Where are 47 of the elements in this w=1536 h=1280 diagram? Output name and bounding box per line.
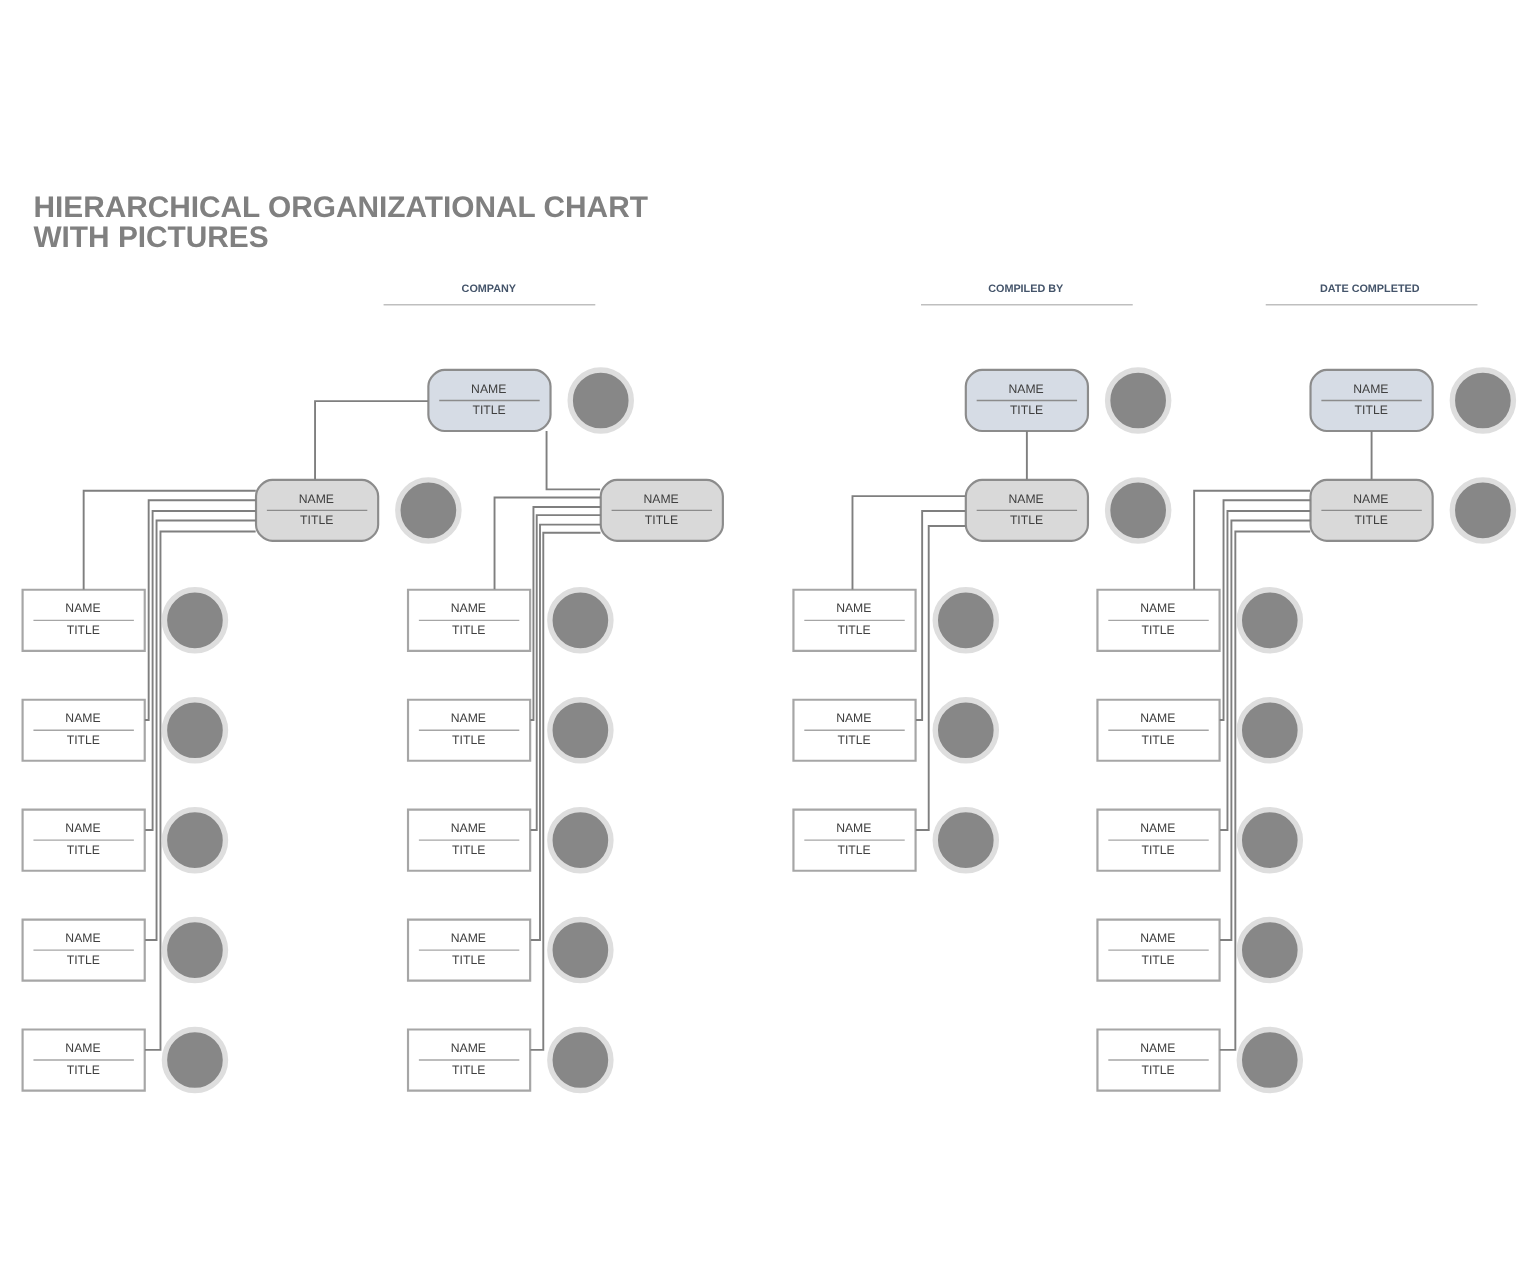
- node-person: [932, 697, 1000, 764]
- connector: [529, 531, 602, 1051]
- connector: [851, 495, 967, 591]
- connector: [144, 530, 257, 1051]
- connector: [529, 523, 602, 941]
- node-person: [1236, 1026, 1304, 1094]
- connector: [1219, 510, 1312, 831]
- node-person: [547, 587, 614, 654]
- node-person: [932, 587, 1000, 654]
- connector: [493, 496, 602, 591]
- node-person: [1236, 806, 1304, 874]
- node-person: [1104, 477, 1172, 544]
- connector: [1219, 519, 1312, 941]
- connector: [1370, 430, 1373, 481]
- node-person: [547, 697, 614, 764]
- connector: [82, 489, 257, 591]
- node-person: [547, 1026, 614, 1094]
- node-person: [1236, 587, 1304, 654]
- node-person: [932, 806, 1000, 874]
- node-person: [1449, 477, 1517, 544]
- connector: [314, 400, 429, 481]
- node-person: [161, 806, 229, 874]
- connector: [1218, 499, 1312, 722]
- connector: [1193, 489, 1311, 591]
- connector: [143, 499, 257, 722]
- node-person: [161, 1026, 229, 1094]
- node-person: [547, 916, 614, 984]
- node-person: [547, 806, 614, 874]
- node-person: [161, 916, 229, 984]
- node-person: [1449, 367, 1517, 434]
- connector: [914, 525, 967, 831]
- connector: [529, 514, 602, 831]
- connector: [1218, 530, 1312, 1051]
- node-person: [161, 697, 229, 764]
- node-person: [1236, 697, 1304, 764]
- connector: [144, 510, 257, 831]
- node-person: [395, 477, 462, 544]
- node-person: [567, 367, 634, 434]
- node-person: [1236, 916, 1304, 984]
- connector: [545, 430, 602, 491]
- diagram-title: HIERARCHICAL ORGANIZATIONAL CHART WITH PICTURES: [33, 191, 648, 256]
- connector: [529, 506, 602, 722]
- connector: [914, 510, 967, 722]
- node-person: [161, 587, 229, 654]
- connector: [1025, 430, 1028, 481]
- connector: [144, 519, 257, 941]
- node-person: [1104, 367, 1172, 434]
